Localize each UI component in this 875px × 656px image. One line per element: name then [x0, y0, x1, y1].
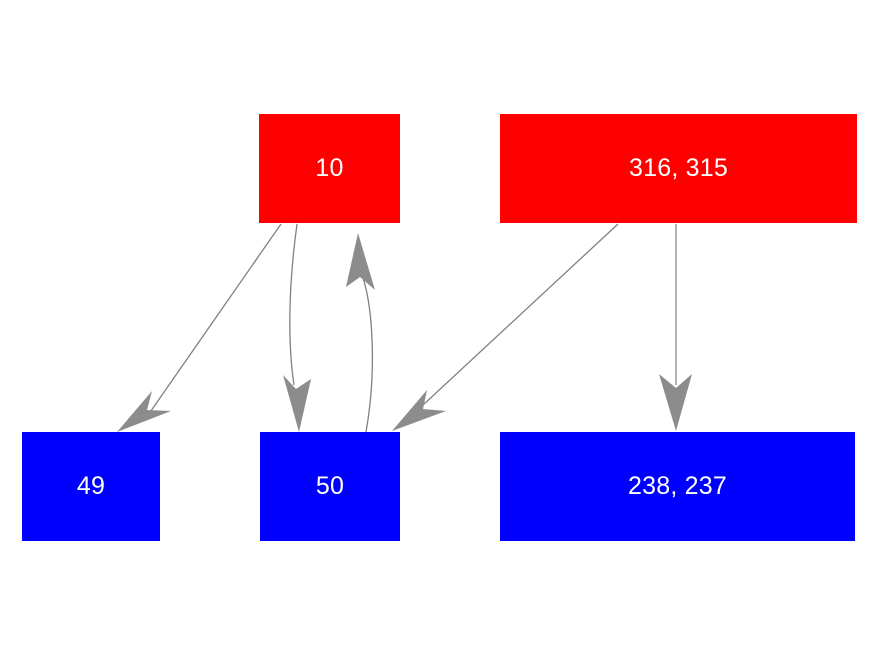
edge-10-to-49	[117, 223, 282, 432]
edge-10-to-50	[283, 223, 311, 432]
edge-316-to-50	[392, 223, 619, 431]
edge-316-to-238	[659, 224, 692, 431]
node-49-label: 49	[76, 472, 106, 500]
node-316-315[interactable]: 316, 315	[500, 114, 857, 223]
node-10-label: 10	[315, 154, 344, 182]
node-50-label: 50	[315, 472, 345, 500]
node-10[interactable]: 10	[259, 114, 400, 223]
node-238-237[interactable]: 238, 237	[500, 432, 855, 541]
edge-50-to-10	[346, 233, 375, 433]
node-49[interactable]: 49	[22, 432, 160, 541]
node-238-237-label: 238, 237	[628, 472, 727, 500]
node-50[interactable]: 50	[260, 432, 400, 541]
node-316-315-label: 316, 315	[629, 154, 728, 182]
